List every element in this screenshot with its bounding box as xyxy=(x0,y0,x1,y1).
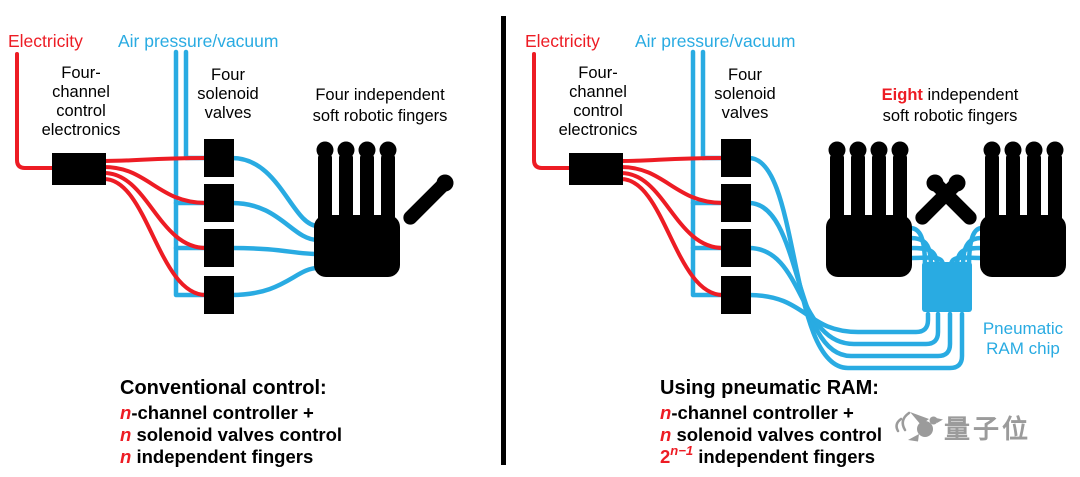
caption-variable: n xyxy=(120,446,131,467)
air-tube xyxy=(229,155,321,229)
ram-chip-label-line: RAM chip xyxy=(986,339,1060,358)
fingers-label-line: soft robotic fingers xyxy=(883,107,1018,125)
caption-line: n solenoid valves control xyxy=(120,424,342,445)
caption-text: -channel controller + xyxy=(671,402,854,423)
solenoid-valve-4 xyxy=(721,276,751,314)
caption-text: -channel controller + xyxy=(131,402,314,423)
fingers-label-line: Four independent xyxy=(315,86,445,104)
controller-label-line: control xyxy=(573,102,623,120)
control-wire xyxy=(102,177,208,297)
ram-chip xyxy=(922,262,972,312)
electricity-supply-wire xyxy=(15,52,58,170)
caption-variable: n xyxy=(120,424,131,445)
control-wire xyxy=(619,156,725,163)
left-panel: Electricity Air pressure/vacuum Four- ch… xyxy=(8,31,458,467)
air-legend: Air pressure/vacuum xyxy=(118,31,278,51)
ram-chip-label-line: Pneumatic xyxy=(983,319,1064,338)
fingers-label-count: Eight xyxy=(882,86,924,104)
control-wire xyxy=(102,156,208,163)
controller-label-line: control xyxy=(56,102,106,120)
watermark: 量子位 xyxy=(895,411,1031,444)
robot-hand-right xyxy=(922,141,1066,277)
electricity-legend: Electricity xyxy=(8,31,83,51)
control-wire xyxy=(619,171,725,250)
air-tube xyxy=(746,245,941,347)
controller-label-line: Four- xyxy=(578,64,617,82)
valves-label-line: Four xyxy=(211,66,245,84)
air-tube xyxy=(229,245,321,257)
air-tube xyxy=(960,235,985,269)
caption-variable: n xyxy=(660,402,671,423)
valves-label-line: valves xyxy=(722,104,769,122)
solenoid-valve-2 xyxy=(204,184,234,222)
caption-superscript: n−1 xyxy=(670,443,693,458)
air-tube xyxy=(229,265,321,298)
controller-box xyxy=(569,153,623,185)
air-tube xyxy=(746,155,965,371)
control-wire xyxy=(619,165,725,205)
caption-text: solenoid valves control xyxy=(671,424,882,445)
air-supply-line xyxy=(183,49,209,161)
valves-label-line: Four xyxy=(728,66,762,84)
electricity-legend: Electricity xyxy=(525,31,600,51)
control-wire xyxy=(619,177,725,297)
caption-title: Conventional control: xyxy=(120,377,327,399)
air-tube xyxy=(229,200,321,243)
air-tube xyxy=(746,292,931,335)
caption-line: n-channel controller + xyxy=(120,402,314,423)
air-tube xyxy=(746,200,953,359)
controller-label-line: electronics xyxy=(559,121,638,139)
dove-icon xyxy=(908,412,943,442)
controller-label-line: channel xyxy=(569,83,627,101)
caption-base: 2 xyxy=(660,446,670,467)
solenoid-valve-1 xyxy=(721,139,751,177)
caption-line: n solenoid valves control xyxy=(660,424,882,445)
caption-variable: n xyxy=(660,424,671,445)
controller-label-line: Four- xyxy=(61,64,100,82)
caption-line: n-channel controller + xyxy=(660,402,854,423)
caption-text: solenoid valves control xyxy=(131,424,342,445)
caption-line: 2n−1 independent fingers xyxy=(660,443,875,467)
valves-label-line: solenoid xyxy=(197,85,258,103)
robot-hand-left xyxy=(826,141,970,277)
control-wire xyxy=(102,165,208,205)
caption-line: n independent fingers xyxy=(120,446,313,467)
dove-signal-line xyxy=(901,411,911,432)
air-tube xyxy=(907,235,934,269)
caption-variable: n xyxy=(120,402,131,423)
fingers-label-line: soft robotic fingers xyxy=(313,107,448,125)
solenoid-valve-2 xyxy=(721,184,751,222)
fingers-label-text: independent xyxy=(923,86,1019,104)
controller-box xyxy=(52,153,106,185)
control-wire xyxy=(102,171,208,250)
valves-label-line: solenoid xyxy=(714,85,775,103)
caption-text: independent fingers xyxy=(693,446,875,467)
solenoid-valve-1 xyxy=(204,139,234,177)
controller-label-line: electronics xyxy=(42,121,121,139)
dove-signal-line xyxy=(895,417,903,433)
air-legend: Air pressure/vacuum xyxy=(635,31,795,51)
robot-hand xyxy=(314,141,458,277)
fingers-label-line: Eight independent xyxy=(882,86,1019,104)
solenoid-valve-3 xyxy=(721,229,751,267)
right-panel: Electricity Air pressure/vacuum Four- ch… xyxy=(525,31,1066,467)
valves-label-line: valves xyxy=(205,104,252,122)
watermark-text: 量子位 xyxy=(944,414,1031,444)
air-supply-line xyxy=(700,49,726,161)
caption-text: independent fingers xyxy=(131,446,313,467)
controller-label-line: channel xyxy=(52,83,110,101)
caption-title: Using pneumatic RAM: xyxy=(660,377,879,399)
solenoid-valve-4 xyxy=(204,276,234,314)
solenoid-valve-3 xyxy=(204,229,234,267)
electricity-supply-wire xyxy=(532,52,575,170)
panel-divider xyxy=(501,16,506,465)
